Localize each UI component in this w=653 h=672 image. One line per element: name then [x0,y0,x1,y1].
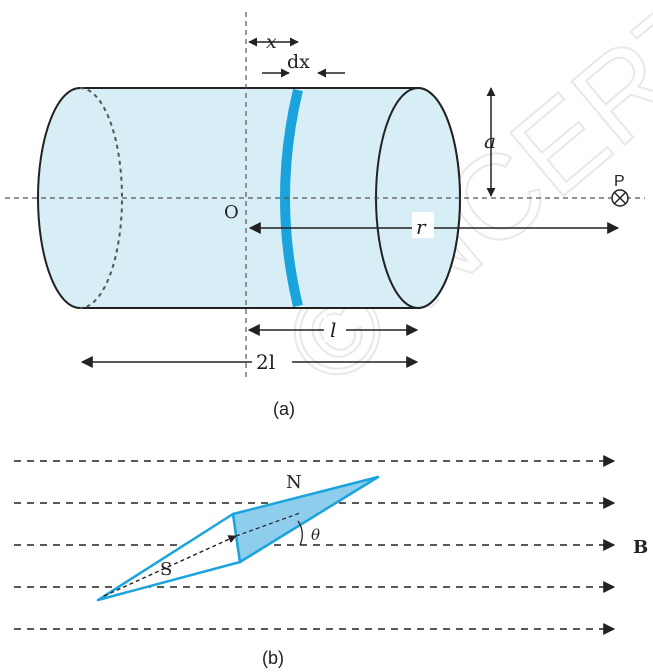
figure-a: x dx a O r P l 2l (a) [5,12,645,419]
label-O: O [224,202,239,223]
needle-axis [103,535,237,597]
needle-north-half [231,475,380,564]
two-l-label-bg [252,348,292,374]
label-P: P [614,173,625,190]
theta-arc [297,520,303,546]
caption-a: (a) [273,399,295,419]
label-theta: θ [311,526,320,544]
label-x: x [266,31,277,53]
label-dx: dx [287,51,310,73]
label-a: a [484,129,496,153]
label-2l: 2l [256,350,275,374]
label-B: B [633,537,648,558]
r-label-bg [412,212,434,238]
cylinder-left-hidden-edge [79,87,123,309]
caption-b: (b) [262,648,284,668]
needle-south-half [96,512,242,602]
compass-needle [96,475,380,602]
figure-b: θ N S B (b) [14,455,648,668]
field-lines [14,455,616,635]
label-l: l [330,318,336,342]
label-N: N [286,472,302,493]
label-r: r [416,215,427,239]
l-label-bg [324,316,346,342]
needle-axis-north [235,512,301,537]
circle-cross-icon [611,189,629,207]
label-S: S [160,559,172,580]
